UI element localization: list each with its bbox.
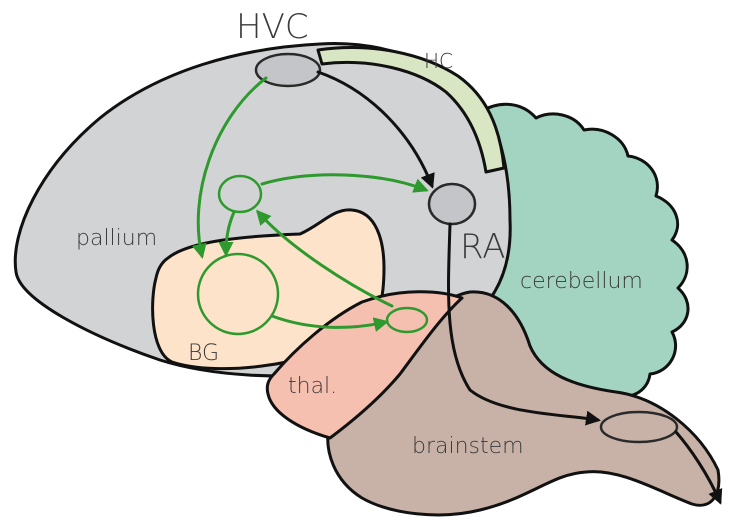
- hvc-nucleus: [256, 54, 320, 86]
- thalamus-label: thal.: [288, 374, 337, 399]
- bg-label: BG: [188, 341, 219, 366]
- hc-label: HC: [424, 49, 453, 73]
- ra-nucleus: [429, 184, 475, 224]
- brainstem-label: brainstem: [412, 434, 524, 459]
- cerebellum-label: cerebellum: [520, 269, 643, 294]
- ra-label: RA: [460, 227, 506, 267]
- hvc-label: HVC: [236, 7, 309, 47]
- pallium-label: pallium: [76, 226, 157, 251]
